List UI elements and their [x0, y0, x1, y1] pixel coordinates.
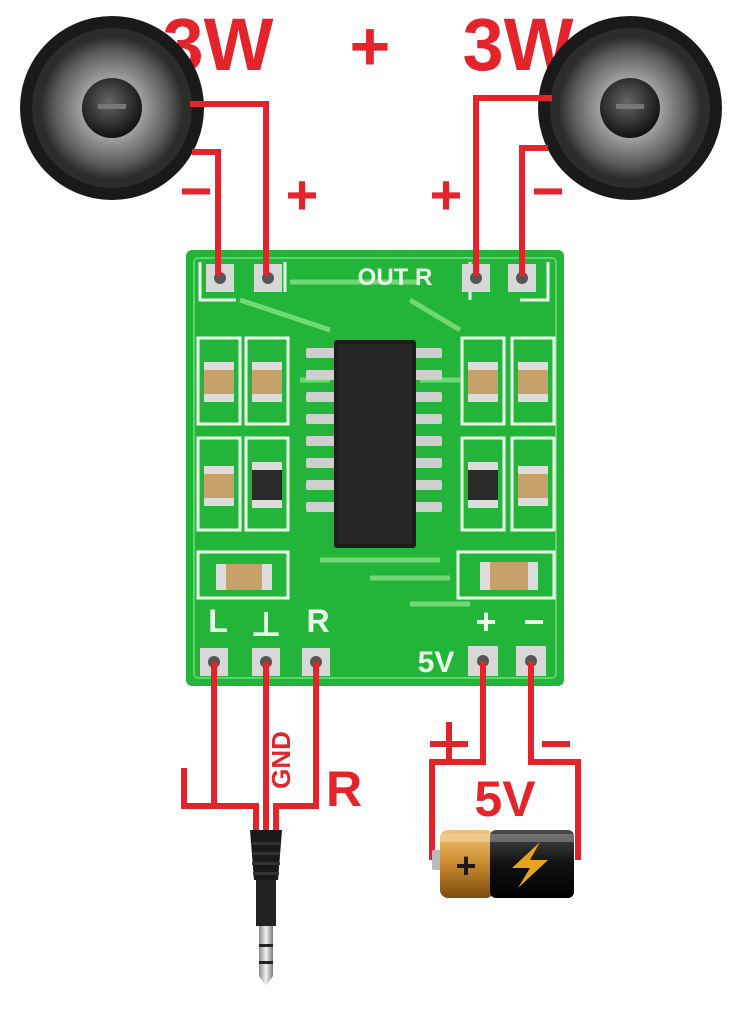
- wire-left-speaker-plus: [190, 101, 269, 276]
- input-label-ground: ⊥: [250, 606, 281, 644]
- speaker-right-plus-label: +: [430, 163, 463, 226]
- wire-supply-plus: [429, 661, 486, 860]
- speaker-wires: [190, 95, 552, 276]
- wire-right-speaker-plus: [473, 95, 552, 276]
- supply-plus-label: +: [475, 601, 496, 642]
- wire-audio-left: [211, 662, 259, 840]
- speaker-icon: [20, 16, 204, 200]
- input-label-left: L: [208, 603, 228, 639]
- l-marker: [181, 768, 214, 809]
- wire-right-speaker-minus: [519, 145, 548, 276]
- wire-supply-minus: [528, 661, 581, 860]
- speaker-icon: [538, 16, 722, 200]
- wire-audio-right: [273, 662, 319, 840]
- speaker-right-minus-label: −: [532, 159, 565, 222]
- solder-pads: [200, 264, 546, 676]
- output-label: OUT R: [358, 264, 433, 291]
- speaker-left: [20, 16, 204, 200]
- plus-marker: [430, 722, 468, 764]
- power-plus-sign: +: [350, 7, 391, 85]
- supply-minus-label: −: [523, 601, 544, 642]
- battery-voltage-label: 5V: [474, 771, 536, 827]
- input-label-right: R: [306, 603, 329, 639]
- audio-jack-icon: [250, 830, 282, 986]
- speaker-left-minus-label: −: [180, 159, 213, 222]
- power-rating: 3W + 3W: [163, 3, 574, 86]
- wire-left-speaker-minus: [192, 149, 221, 276]
- speaker-left-plus-label: +: [286, 163, 319, 226]
- jack-right-label: R: [326, 761, 362, 817]
- lightning-icon: [512, 842, 548, 888]
- audio-wires: [181, 662, 319, 840]
- power-wires: [429, 661, 581, 860]
- battery-icon: +: [432, 830, 574, 898]
- amplifier-chip: [306, 340, 442, 548]
- jack-ground-label: GND: [266, 731, 296, 789]
- speaker-right: [538, 16, 722, 200]
- supply-voltage-label: 5V: [418, 646, 455, 679]
- amplifier-board: OUT R L ⊥ R 5V + −: [186, 250, 564, 686]
- battery-terminal-plus: +: [455, 845, 476, 886]
- smd-components: [204, 362, 548, 590]
